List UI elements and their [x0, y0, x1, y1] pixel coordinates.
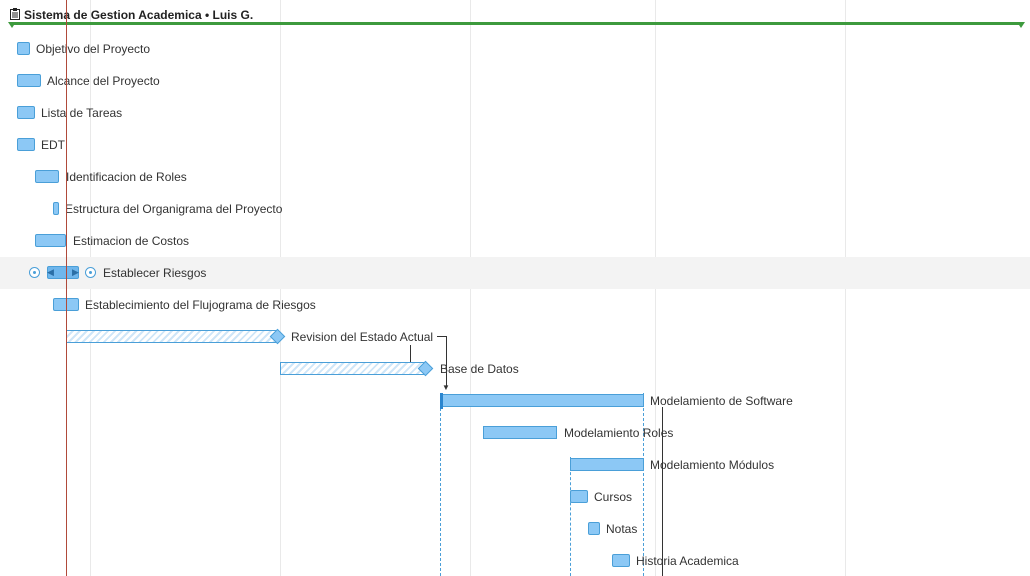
today-marker-line: [66, 0, 67, 576]
task-label: Identificacion de Roles: [66, 170, 187, 184]
task-bar-selected[interactable]: [47, 266, 79, 279]
link-handle-end[interactable]: [85, 267, 96, 278]
task-label: Modelamiento Roles: [564, 426, 674, 440]
task-bar[interactable]: [17, 42, 30, 55]
task-label: Notas: [606, 522, 638, 536]
project-title[interactable]: Sistema de Gestion Academica • Luis G.: [24, 8, 254, 22]
task-bar[interactable]: [570, 490, 588, 503]
summary-task-bar[interactable]: [280, 362, 424, 375]
project-summary-bar[interactable]: [10, 22, 1023, 25]
task-label: Estructura del Organigrama del Proyecto: [65, 202, 283, 216]
task-label: Objetivo del Proyecto: [36, 42, 151, 56]
clipboard-icon: [10, 8, 20, 20]
resize-left-arrow[interactable]: ◀: [47, 267, 54, 277]
summary-task-bar[interactable]: [440, 394, 644, 407]
task-label: Alcance del Proyecto: [47, 74, 160, 88]
task-label: Modelamiento Módulos: [650, 458, 775, 472]
task-label: Establecer Riesgos: [103, 266, 207, 280]
summary-task-bar[interactable]: [570, 458, 644, 471]
resize-right-arrow[interactable]: ▶: [72, 267, 79, 277]
dependency-line: [410, 345, 411, 368]
summary-start-cap: [8, 22, 16, 28]
task-label: Modelamiento de Software: [650, 394, 793, 408]
task-bar[interactable]: [53, 202, 59, 215]
summary-task-bar[interactable]: [483, 426, 557, 439]
task-bar[interactable]: [588, 522, 600, 535]
dependency-line: [662, 407, 663, 576]
dependency-line: [437, 336, 446, 337]
task-bar[interactable]: [17, 138, 35, 151]
task-label: EDT: [41, 138, 65, 152]
guide-line: [570, 457, 571, 576]
guide-line: [643, 393, 644, 576]
summary-end-cap: [1017, 22, 1025, 28]
selected-row[interactable]: [0, 257, 1030, 289]
task-bar[interactable]: [17, 106, 35, 119]
task-label: Cursos: [594, 490, 633, 504]
task-label: Historia Academica: [636, 554, 739, 568]
task-label: Establecimiento del Flujograma de Riesgo…: [85, 298, 316, 312]
task-label: Revision del Estado Actual: [291, 330, 434, 344]
task-bar[interactable]: [17, 74, 41, 87]
summary-task-bar[interactable]: [66, 330, 276, 343]
task-label: Estimacion de Costos: [73, 234, 190, 248]
task-bar[interactable]: [35, 170, 59, 183]
link-handle-start[interactable]: [29, 267, 40, 278]
task-bar[interactable]: [35, 234, 66, 247]
task-label: Lista de Tareas: [41, 106, 123, 120]
dependency-line: [440, 393, 443, 409]
dependency-line: [446, 336, 447, 386]
task-bar[interactable]: [612, 554, 630, 567]
task-label: Base de Datos: [440, 362, 519, 376]
arrow-head-icon: ▼: [442, 383, 450, 392]
guide-line: [440, 393, 441, 576]
